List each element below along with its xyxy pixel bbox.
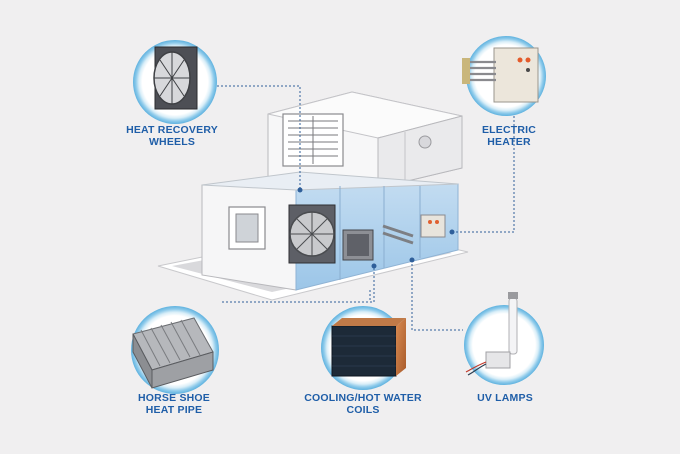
lower-module (201, 171, 459, 291)
uv-lamp-icon (464, 292, 544, 385)
heat-recovery-wheel-icon (133, 40, 217, 124)
electric-heater-icon (462, 36, 546, 116)
heat-pipe-coil-icon (131, 306, 219, 394)
copper-coil-icon (321, 306, 406, 390)
label-uv-lamps: UV LAMPS (477, 392, 533, 404)
upper-module (267, 91, 463, 189)
